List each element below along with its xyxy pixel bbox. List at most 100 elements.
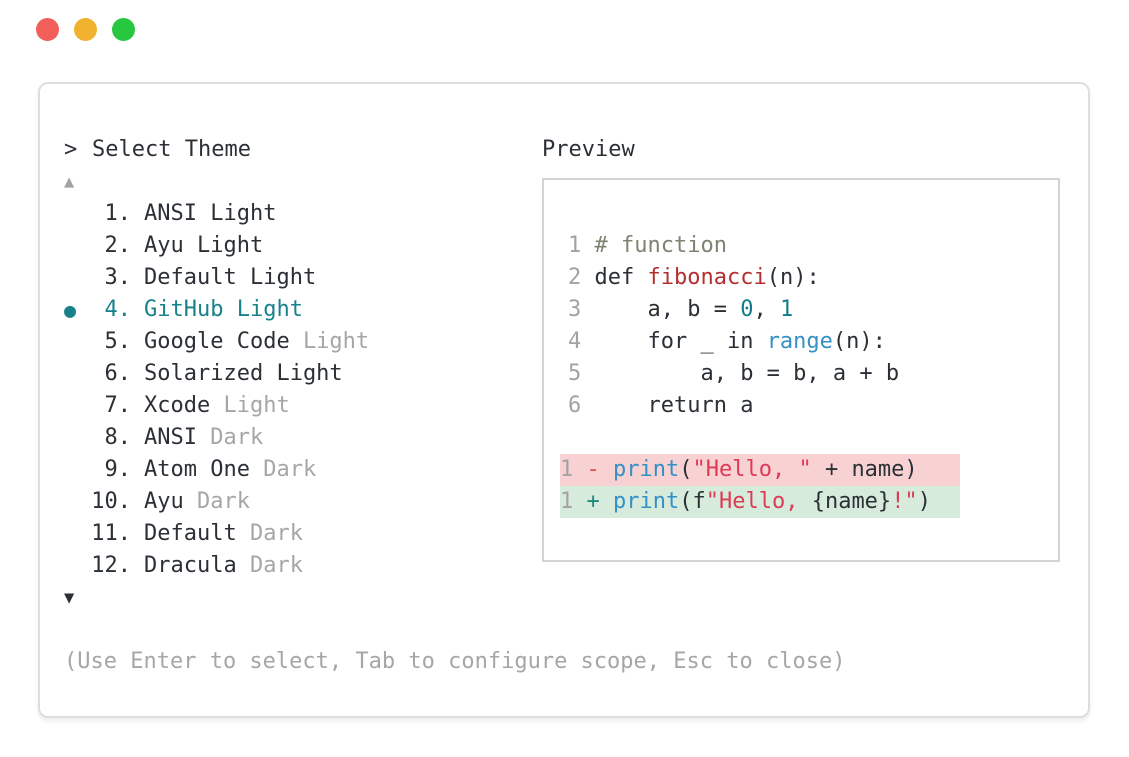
item-name: ANSI Light	[144, 201, 277, 226]
item-name: Default Light	[144, 265, 317, 290]
item-variant: Dark	[249, 553, 303, 578]
zoom-button[interactable]	[112, 18, 135, 41]
code-token: 0	[740, 297, 754, 322]
item-name: Ayu	[144, 489, 184, 514]
theme-list-item[interactable]: 10. Ayu Dark	[64, 486, 542, 518]
code-token: a, b =	[594, 297, 741, 322]
bullet-placeholder	[64, 390, 91, 422]
item-name: GitHub Light	[144, 297, 303, 322]
code-line: 6 return a	[560, 390, 1048, 422]
item-number: 5.	[104, 329, 132, 354]
code-token: def	[594, 265, 648, 290]
theme-list-item[interactable]: 6.Solarized Light	[64, 358, 542, 390]
code-token: + name)	[811, 457, 918, 482]
line-number: 1	[560, 457, 574, 482]
code-line: 5 a, b = b, a + b	[560, 358, 1048, 390]
code-token: (n):	[832, 329, 886, 354]
minimize-button[interactable]	[74, 18, 97, 41]
code-token: (n):	[766, 265, 820, 290]
line-number: 3	[568, 297, 582, 322]
selected-bullet-icon: ●	[64, 298, 77, 322]
code-line-blank	[560, 422, 1048, 454]
item-number: 1.	[104, 201, 132, 226]
bullet-placeholder	[64, 358, 91, 390]
code-token: print	[613, 489, 680, 514]
close-button[interactable]	[36, 18, 59, 41]
code-token: return a	[594, 393, 754, 418]
item-number: 3.	[104, 265, 132, 290]
code-line: 1 # function	[560, 230, 1048, 262]
item-name: Google Code	[144, 329, 290, 354]
item-number: 8.	[104, 425, 132, 450]
item-name: Default	[144, 521, 237, 546]
theme-list-item[interactable]: 2.Ayu Light	[64, 230, 542, 262]
item-number: 10.	[91, 489, 131, 514]
page-title: Select Theme	[92, 137, 251, 162]
bullet-placeholder	[64, 262, 91, 294]
code-token: {name}	[811, 489, 892, 514]
code-token: )	[917, 489, 931, 514]
bullet-placeholder	[64, 326, 91, 358]
bullet-placeholder	[64, 518, 91, 550]
theme-list-item[interactable]: 3. Default Light	[64, 262, 542, 294]
item-name: Atom One	[144, 457, 250, 482]
item-name: Dracula	[144, 553, 237, 578]
code-token: print	[613, 457, 680, 482]
item-variant: Dark	[196, 489, 250, 514]
code-token: -	[586, 457, 613, 482]
theme-list-item[interactable]: 5. Google Code Light	[64, 326, 542, 358]
code-token: 1	[779, 297, 794, 322]
item-variant: Dark	[210, 425, 264, 450]
code-line: 3 a, b = 0, 1	[560, 294, 1048, 326]
item-variant: Dark	[249, 521, 303, 546]
item-number: 12.	[91, 553, 131, 578]
item-name: Solarized Light	[144, 361, 343, 386]
scroll-down-icon[interactable]: ▼	[64, 588, 75, 608]
line-number: 1	[560, 489, 574, 514]
item-variant: Dark	[263, 457, 317, 482]
theme-list-item[interactable]: 8. ANSI Dark	[64, 422, 542, 454]
line-number: 6	[568, 393, 582, 418]
item-variant: Light	[223, 393, 290, 418]
scroll-up-icon[interactable]: ▲	[64, 172, 75, 192]
theme-list-item[interactable]: 12. Dracula Dark	[64, 550, 542, 582]
item-number: 2.	[104, 233, 132, 258]
code-line: 2 def fibonacci(n):	[560, 262, 1048, 294]
code-token: (	[679, 457, 693, 482]
theme-list-item[interactable]: 1. ANSI Light	[64, 198, 542, 230]
bullet-placeholder	[64, 550, 91, 582]
code-token: (f	[679, 489, 706, 514]
theme-list-item[interactable]: ●4.GitHub Light	[64, 294, 542, 326]
diff-added-line: 1 + print(f"Hello, {name}!")	[560, 486, 1048, 518]
code-token: +	[586, 489, 613, 514]
code-token: range	[766, 329, 833, 354]
item-variant: Light	[302, 329, 370, 354]
code-token: fibonacci	[647, 265, 767, 290]
item-name: Xcode	[144, 393, 211, 418]
code-token: ,	[753, 297, 780, 322]
preview-label: Preview	[542, 137, 635, 162]
line-number: 2	[568, 265, 582, 290]
bullet-placeholder	[64, 230, 91, 262]
line-number: 4	[568, 329, 582, 354]
bullet-placeholder	[64, 454, 91, 486]
prompt-row: > Select Theme	[64, 134, 542, 166]
bullet-placeholder	[64, 198, 91, 230]
code-token: for _ in	[594, 329, 767, 354]
diff-highlight: 1 - print("Hello, " + name)	[560, 454, 960, 486]
code-token: a, b = b, a + b	[594, 361, 900, 386]
line-number: 1	[568, 233, 582, 258]
line-number: 5	[568, 361, 582, 386]
item-name: ANSI	[144, 425, 197, 450]
diff-removed-line: 1 - print("Hello, " + name)	[560, 454, 1048, 486]
diff-highlight: 1 + print(f"Hello, {name}!")	[560, 486, 960, 518]
